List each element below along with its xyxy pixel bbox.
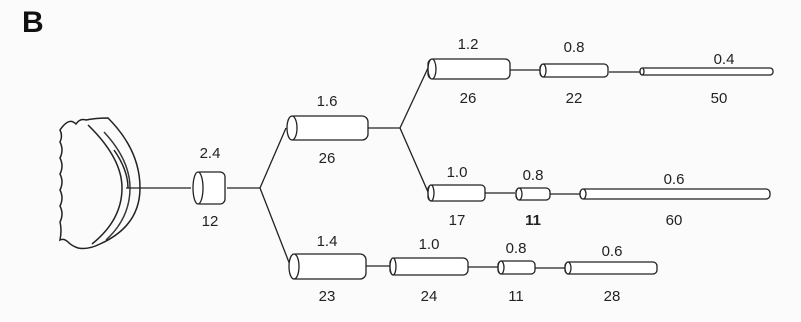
cylinder-upper-b-2 — [515, 187, 551, 201]
length-label-upper-a-3: 50 — [711, 90, 728, 107]
cylinder-lower-4 — [564, 261, 658, 275]
length-label-upper-b-1: 17 — [449, 212, 466, 229]
diameter-label-lower-2: 1.0 — [419, 236, 440, 253]
diameter-label-lower-1: 1.4 — [317, 233, 338, 250]
length-label-upper-a-2: 22 — [566, 90, 583, 107]
diameter-label-upper-1: 1.6 — [317, 93, 338, 110]
cylinder-upper-a-3 — [639, 67, 774, 76]
cylinder-lower-3 — [497, 260, 536, 275]
diameter-label-upper-a-3: 0.4 — [714, 51, 735, 68]
cylinder-lower-1 — [288, 253, 367, 280]
cell-body — [58, 117, 141, 250]
cylinder-upper-1 — [286, 115, 369, 141]
cylinder-upper-b-1 — [427, 184, 486, 202]
diameter-label-upper-b-1: 1.0 — [447, 164, 468, 181]
panel-label: B — [22, 6, 44, 39]
diameter-label-upper-a-2: 0.8 — [564, 39, 585, 56]
length-label-lower-1: 23 — [319, 288, 336, 305]
length-label-primary: 12 — [202, 213, 219, 230]
diameter-label-upper-b-2: 0.8 — [523, 167, 544, 184]
diameter-label-lower-3: 0.8 — [506, 240, 527, 257]
cylinder-upper-b-3 — [579, 188, 771, 200]
diameter-label-upper-b-3: 0.6 — [664, 171, 685, 188]
length-label-upper-b-3: 60 — [666, 212, 683, 229]
cylinder-lower-2 — [389, 257, 469, 276]
cylinder-upper-a-2 — [539, 63, 609, 78]
length-label-upper-1: 26 — [319, 150, 336, 167]
branch-lines — [126, 67, 640, 269]
cylinder-upper-a-1 — [427, 58, 511, 80]
diameter-label-primary: 2.4 — [200, 145, 221, 162]
length-label-lower-3: 11 — [508, 288, 524, 305]
diameter-label-lower-4: 0.6 — [602, 243, 623, 260]
length-label-lower-4: 28 — [604, 288, 621, 305]
cylinder-primary — [192, 171, 226, 205]
length-label-upper-b-2: 11 — [525, 212, 541, 229]
diameter-label-upper-a-1: 1.2 — [458, 36, 479, 53]
length-label-lower-2: 24 — [421, 288, 438, 305]
length-label-upper-a-1: 26 — [460, 90, 477, 107]
